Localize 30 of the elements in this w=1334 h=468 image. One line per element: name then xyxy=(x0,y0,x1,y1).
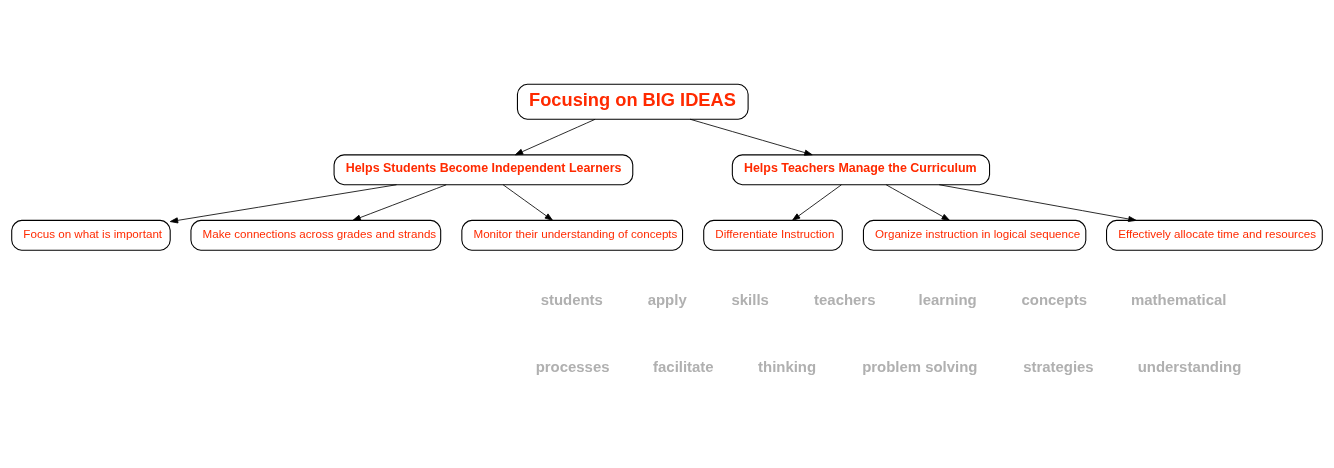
label: learning xyxy=(918,290,977,308)
node-box: Focus on what is important xyxy=(11,219,171,251)
label: apply xyxy=(647,290,687,308)
node-box: Helps Students Become Independent Learners xyxy=(333,153,634,185)
arrow xyxy=(689,118,813,156)
arrow xyxy=(352,183,447,221)
node-box: Make connections across grades and strands xyxy=(190,219,442,251)
label: mathematical xyxy=(1131,290,1227,308)
label: thinking xyxy=(758,357,817,375)
label: concepts xyxy=(1021,290,1088,308)
arrow xyxy=(169,183,397,223)
label: understanding xyxy=(1137,357,1242,375)
arrow xyxy=(885,183,950,221)
arrow xyxy=(502,183,553,221)
label: processes xyxy=(535,357,610,375)
label: problem solving xyxy=(862,357,978,375)
arrow xyxy=(792,183,842,221)
label: students xyxy=(540,290,603,308)
node-box: Differentiate Instruction xyxy=(703,219,843,251)
label: skills xyxy=(731,290,769,308)
node-box: Helps Teachers Manage the Curriculum xyxy=(731,153,991,185)
label: facilitate xyxy=(653,357,714,375)
node-box: Focusing on BIG IDEAS xyxy=(516,83,749,120)
node-box: Organize instruction in logical sequence xyxy=(862,219,1087,251)
node-box: Effectively allocate time and resources xyxy=(1106,219,1323,251)
node-box: Monitor their understanding of concepts xyxy=(461,219,684,251)
arrow xyxy=(514,118,596,155)
arrow xyxy=(938,183,1137,222)
label: strategies xyxy=(1023,357,1094,375)
label: teachers xyxy=(814,290,876,308)
